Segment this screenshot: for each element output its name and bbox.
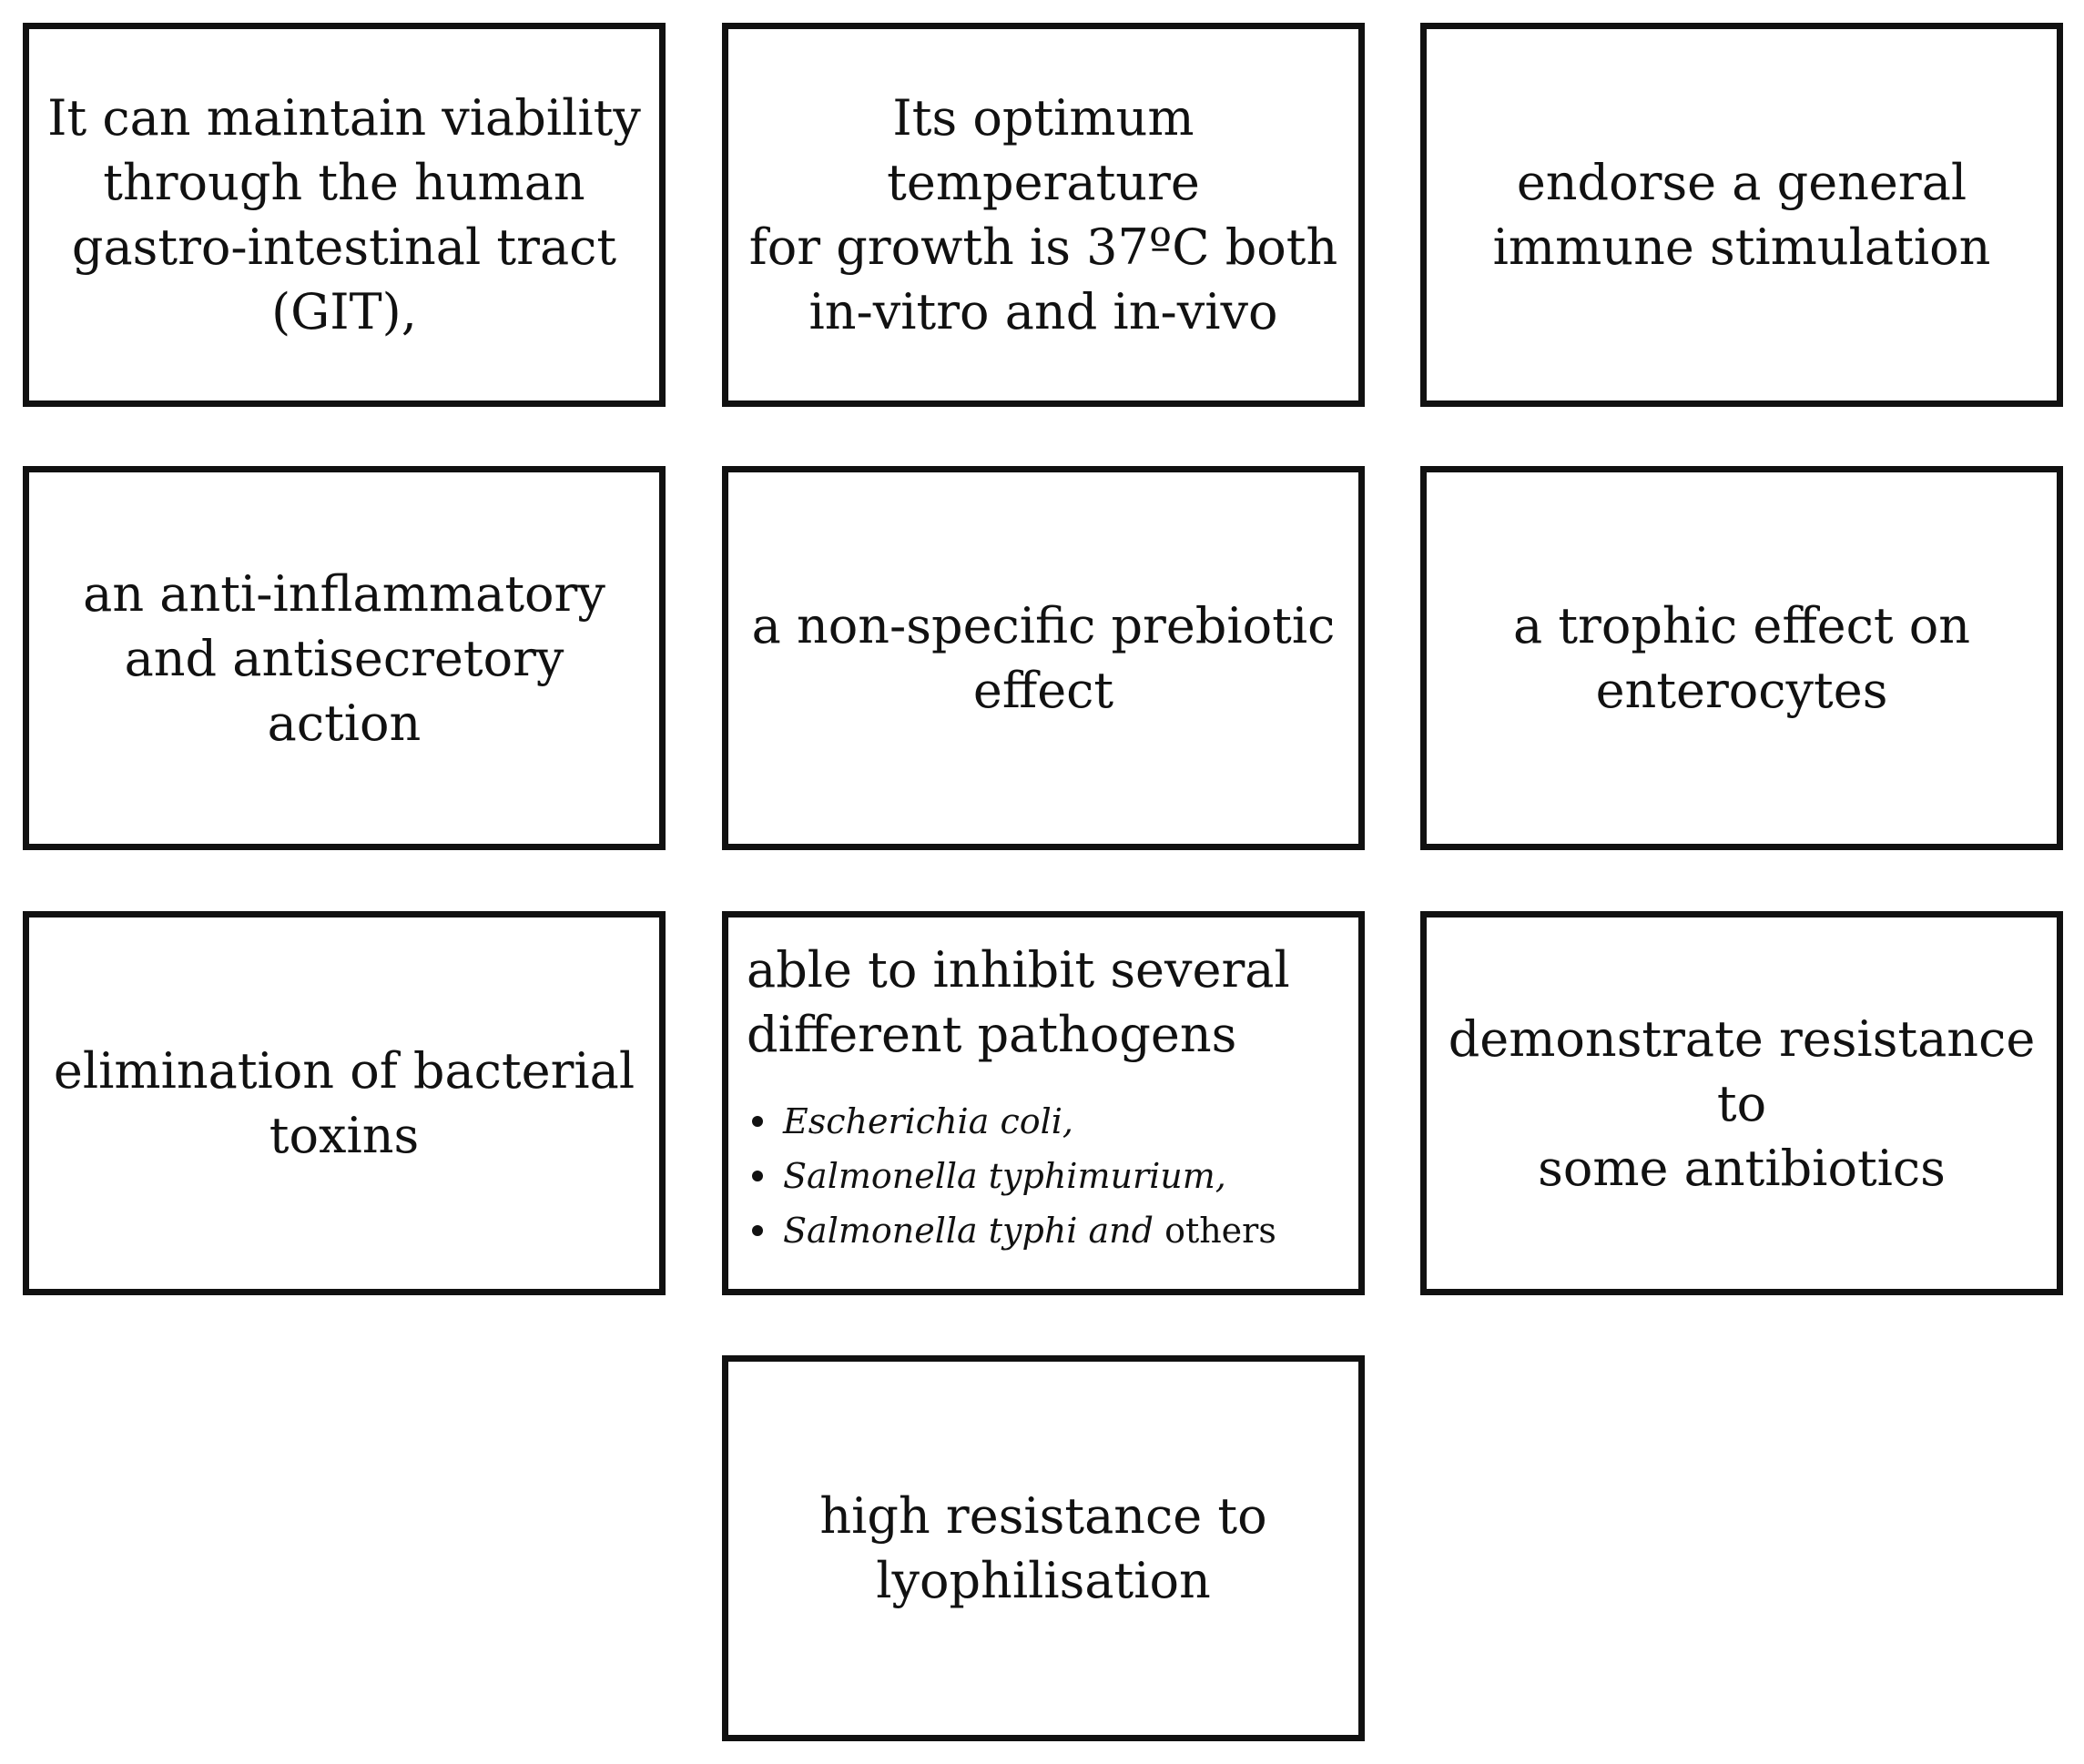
box-git-viability: It can maintain viability through the hu… [23, 23, 666, 407]
box-antibiotic-resistance-text: demonstrate resistance to some antibioti… [1448, 1009, 2036, 1197]
pathogen-list-item: Salmonella typhimurium, [747, 1149, 1276, 1203]
pathogen-suffix: others [1153, 1211, 1276, 1251]
pathogen-name: Salmonella typhimurium, [783, 1156, 1226, 1196]
pathogen-list-item: Salmonella typhi and others [747, 1203, 1276, 1258]
box-anti-inflammatory: an anti-inflammatory and antisecretory a… [23, 466, 666, 850]
box-trophic-effect-text: a trophic effect on enterocytes [1512, 597, 1971, 719]
box-prebiotic-effect: a non-specific prebiotic effect [722, 466, 1365, 850]
box-pathogen-inhibition: able to inhibit several different pathog… [722, 911, 1365, 1295]
box-optimum-temperature: Its optimum temperature for growth is 37… [722, 23, 1365, 407]
box-git-viability-text: It can maintain viability through the hu… [47, 89, 641, 340]
pathogen-name: Salmonella typhi and [783, 1211, 1154, 1251]
box-immune-stimulation-text: endorse a general immune stimulation [1492, 154, 1991, 276]
box-toxin-elimination-text: elimination of bacterial toxins [53, 1042, 635, 1164]
box-prebiotic-effect-text: a non-specific prebiotic effect [751, 597, 1336, 719]
pathogen-list-item: Escherichia coli, [747, 1094, 1276, 1149]
box-anti-inflammatory-text: an anti-inflammatory and antisecretory a… [83, 564, 605, 752]
box-lyophilisation-resistance: high resistance to lyophilisation [722, 1355, 1365, 1741]
bullet-icon [752, 1116, 763, 1127]
bullet-icon [752, 1171, 763, 1181]
box-immune-stimulation: endorse a general immune stimulation [1420, 23, 2063, 407]
box-trophic-effect: a trophic effect on enterocytes [1420, 466, 2063, 850]
box-lyophilisation-resistance-text: high resistance to lyophilisation [819, 1487, 1267, 1609]
bullet-icon [752, 1225, 763, 1236]
box-optimum-temperature-text: Its optimum temperature for growth is 37… [748, 89, 1338, 340]
pathogen-name: Escherichia coli, [783, 1101, 1073, 1141]
pathogen-list: Escherichia coli, Salmonella typhimurium… [747, 1094, 1276, 1258]
box-antibiotic-resistance: demonstrate resistance to some antibioti… [1420, 911, 2063, 1295]
box-pathogen-inhibition-heading: able to inhibit several different pathog… [747, 941, 1290, 1063]
box-toxin-elimination: elimination of bacterial toxins [23, 911, 666, 1295]
